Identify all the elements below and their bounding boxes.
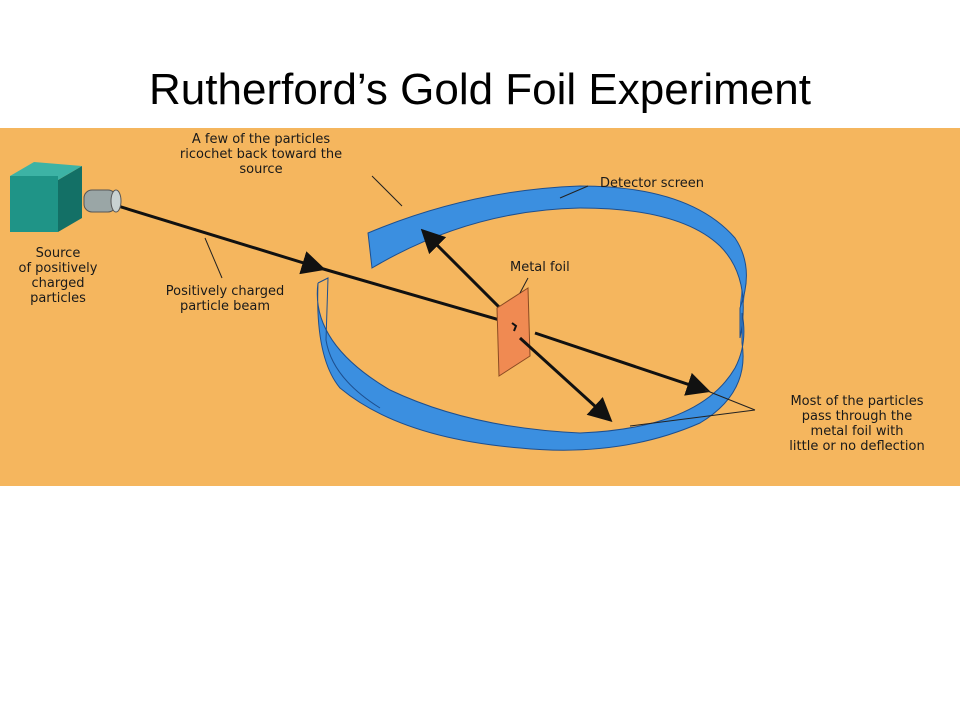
- detector-screen-front: [316, 282, 745, 451]
- leader-detector: [559, 185, 589, 199]
- particle-beam-inner: [319, 266, 511, 325]
- metal-foil: [496, 287, 531, 377]
- leader-beam: [204, 237, 223, 279]
- label-source-line: particles: [30, 291, 86, 306]
- label-pass-line: metal foil with: [810, 424, 904, 439]
- label-source-line: Source: [35, 246, 81, 261]
- particle-beam: [117, 204, 326, 275]
- label-metal-foil: Metal foil: [510, 260, 570, 275]
- experiment-diagram: A few of the particles ricochet back tow…: [0, 128, 960, 486]
- label-pass-line: little or no deflection: [789, 439, 925, 454]
- source-box-top: [10, 162, 82, 180]
- source-nozzle-tip: [110, 189, 122, 213]
- source-box-front: [10, 176, 58, 232]
- label-ricochet-line: ricochet back toward the: [179, 147, 343, 162]
- pass-through-arrow: [534, 331, 711, 396]
- label-source-line: of positively: [18, 261, 98, 276]
- label-ricochet-line: A few of the particles: [191, 132, 331, 147]
- label-ricochet: A few of the particles ricochet back tow…: [150, 132, 372, 177]
- detector-front-edge: [317, 277, 381, 409]
- label-beam: Positively charged particle beam: [150, 284, 300, 314]
- label-detector-screen: Detector screen: [600, 176, 704, 191]
- deflected-arrow: [518, 336, 613, 423]
- diagram-graphic: [0, 128, 960, 486]
- label-source-line: charged: [31, 276, 85, 291]
- source-box-side: [58, 166, 82, 232]
- label-ricochet-line: source: [239, 162, 283, 177]
- label-beam-line: particle beam: [179, 299, 271, 314]
- leader-pass-2: [629, 409, 756, 427]
- label-pass-through: Most of the particles pass through the m…: [762, 394, 952, 454]
- leader-ricochet: [371, 175, 403, 207]
- label-beam-line: Positively charged: [165, 284, 285, 299]
- detector-screen-upper: [367, 185, 747, 339]
- leader-pass-1: [704, 389, 756, 411]
- leader-foil: [519, 277, 529, 294]
- label-source: Source of positively charged particles: [6, 246, 110, 306]
- label-pass-line: Most of the particles: [790, 394, 924, 409]
- deflection-mark: [511, 322, 518, 332]
- slide-title: Rutherford’s Gold Foil Experiment: [149, 65, 811, 114]
- label-pass-line: pass through the: [801, 409, 913, 424]
